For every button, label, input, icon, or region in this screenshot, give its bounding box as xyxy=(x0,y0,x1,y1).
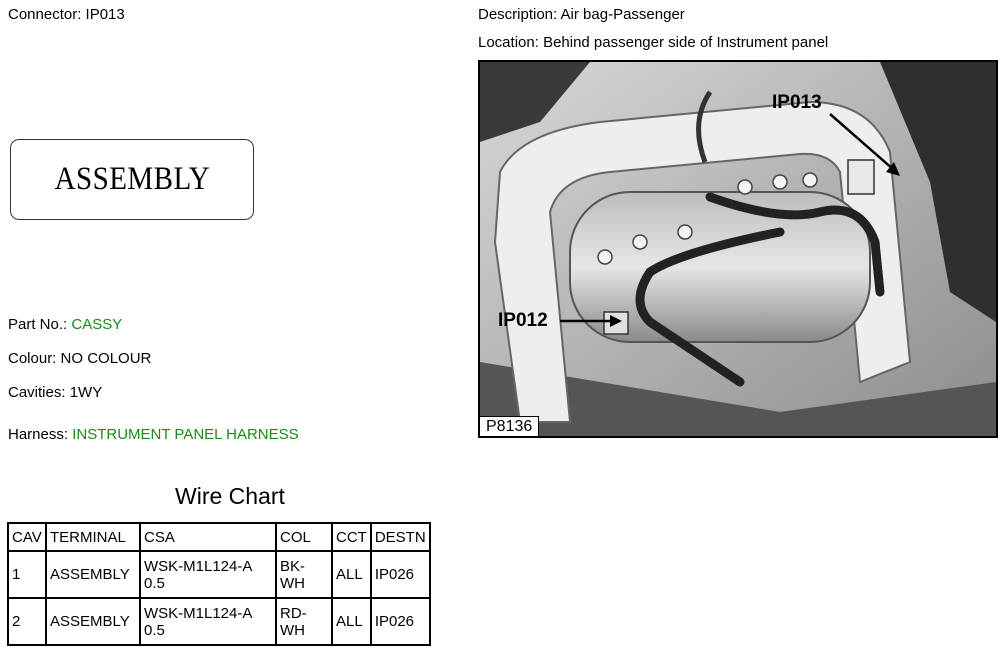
cell-col: RD-WH xyxy=(275,597,333,646)
cell-cct: ALL xyxy=(331,550,372,599)
connector-label: Connector: xyxy=(8,6,82,23)
photo-illustration xyxy=(480,62,996,436)
wire-chart-title: Wire Chart xyxy=(175,483,285,509)
cell-terminal: ASSEMBLY xyxy=(45,550,141,599)
cell-col: BK-WH xyxy=(275,550,333,599)
location-label: Location: xyxy=(478,34,539,51)
header-col: COL xyxy=(275,522,333,552)
location-field: Location: Behind passenger side of Instr… xyxy=(478,34,828,51)
assembly-label: ASSEMBLY xyxy=(54,161,210,197)
header-csa: CSA xyxy=(139,522,277,552)
location-photo: IP013 IP012 P8136 xyxy=(478,60,998,438)
location-value: Behind passenger side of Instrument pane… xyxy=(543,34,829,51)
connector-assembly-box: ASSEMBLY xyxy=(10,139,254,220)
cell-terminal: ASSEMBLY xyxy=(45,597,141,646)
cell-cav: 1 xyxy=(7,550,47,599)
cavities-field: Cavities: 1WY xyxy=(8,384,102,401)
colour-field: Colour: NO COLOUR xyxy=(8,350,151,367)
table-row: 2 ASSEMBLY WSK-M1L124-A 0.5 RD-WH ALL IP… xyxy=(7,597,431,646)
part-no-value: CASSY xyxy=(71,316,123,333)
cell-cav: 2 xyxy=(7,597,47,646)
connector-field: Connector: IP013 xyxy=(8,6,125,23)
harness-label: Harness: xyxy=(8,426,69,443)
header-cct: CCT xyxy=(331,522,372,552)
table-header-row: CAV TERMINAL CSA COL CCT DESTN xyxy=(7,522,431,552)
callout-ip012: IP012 xyxy=(498,310,548,331)
wire-chart-table: CAV TERMINAL CSA COL CCT DESTN 1 ASSEMBL… xyxy=(7,522,431,646)
description-label: Description: xyxy=(478,6,558,23)
connector-value: IP013 xyxy=(85,6,125,23)
colour-label: Colour: xyxy=(8,350,57,367)
harness-value: INSTRUMENT PANEL HARNESS xyxy=(72,426,299,443)
part-no-label: Part No.: xyxy=(8,316,68,333)
description-value: Air bag-Passenger xyxy=(560,6,685,23)
cavities-value: 1WY xyxy=(69,384,103,401)
photo-reference-code: P8136 xyxy=(480,416,540,436)
cell-csa: WSK-M1L124-A 0.5 xyxy=(139,597,277,646)
header-cav: CAV xyxy=(7,522,47,552)
colour-value: NO COLOUR xyxy=(60,350,152,367)
harness-field: Harness: INSTRUMENT PANEL HARNESS xyxy=(8,426,299,443)
cell-csa: WSK-M1L124-A 0.5 xyxy=(139,550,277,599)
cell-destn: IP026 xyxy=(369,550,431,599)
cavities-label: Cavities: xyxy=(8,384,66,401)
description-field: Description: Air bag-Passenger xyxy=(478,6,685,23)
callout-ip013: IP013 xyxy=(772,92,822,113)
table-row: 1 ASSEMBLY WSK-M1L124-A 0.5 BK-WH ALL IP… xyxy=(7,550,431,599)
cell-cct: ALL xyxy=(331,597,372,646)
header-destn: DESTN xyxy=(369,522,431,552)
cell-destn: IP026 xyxy=(369,597,431,646)
header-terminal: TERMINAL xyxy=(45,522,141,552)
part-no-field: Part No.: CASSY xyxy=(8,316,122,333)
